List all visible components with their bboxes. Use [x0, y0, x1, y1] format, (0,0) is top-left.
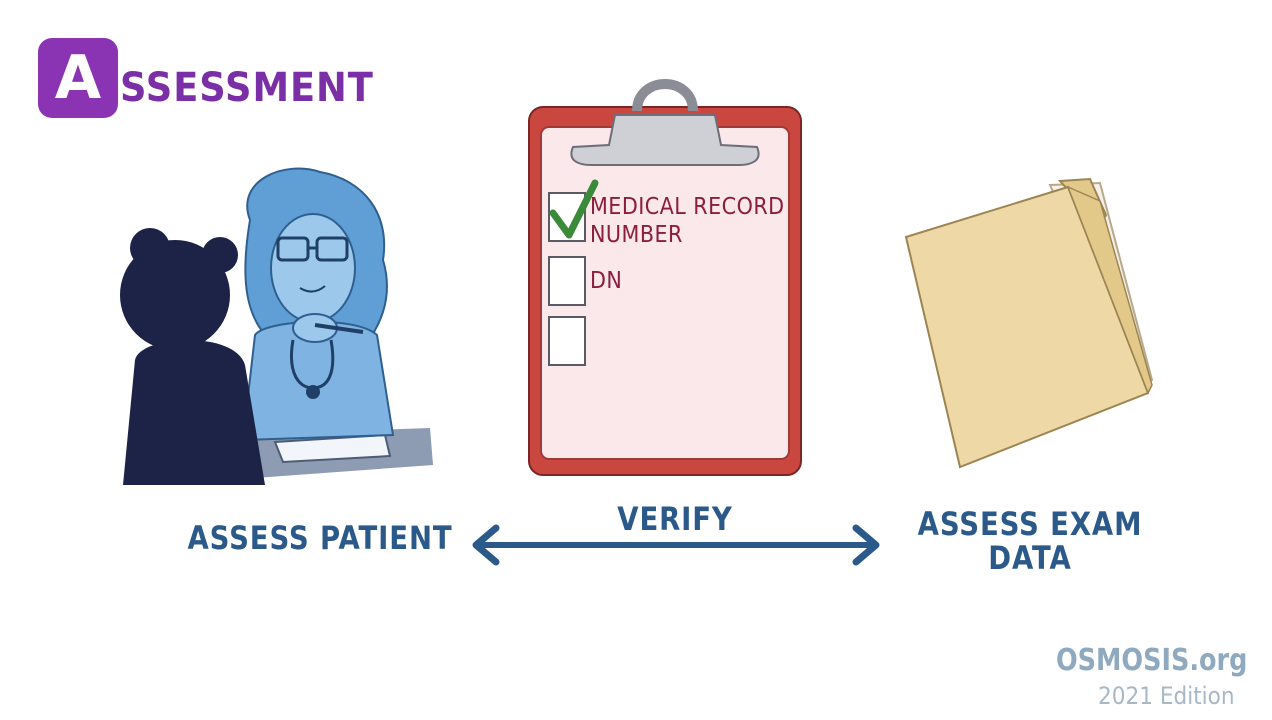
- folder-illustration: [904, 177, 1154, 469]
- clipboard-item-1-line-1: MEDICAL RECORD: [590, 194, 785, 220]
- checkbox-3: [548, 316, 586, 366]
- title-badge: A: [38, 38, 118, 118]
- pen-icon: [314, 323, 364, 334]
- patient-hair-bun-left: [130, 228, 170, 268]
- label-verify: VERIFY: [617, 500, 733, 538]
- clipboard-illustration: [528, 79, 802, 476]
- checkbox-2: [548, 256, 586, 306]
- check-icon: [549, 179, 599, 239]
- page-title: SSESSMENT: [120, 65, 374, 111]
- clipboard-item-2: DN: [590, 268, 623, 294]
- osmosis-logo: OSMOSIS.org: [1056, 643, 1248, 678]
- label-assess-exam-line-1: ASSESS EXAM: [917, 505, 1143, 543]
- label-assess-patient: ASSESS PATIENT: [187, 519, 453, 557]
- clipboard-clip-ring: [632, 79, 698, 112]
- clipboard-clip: [570, 114, 760, 166]
- doctor-mouth: [299, 285, 326, 293]
- double-arrow-icon: [472, 524, 880, 566]
- edition-label: 2021 Edition: [1098, 682, 1235, 710]
- doctor-patient-illustration: [120, 167, 433, 485]
- label-assess-exam-line-2: DATA: [988, 539, 1072, 577]
- patient-body: [123, 340, 265, 485]
- title-badge-letter: A: [54, 43, 102, 113]
- clipboard-item-1-line-2: NUMBER: [590, 222, 683, 248]
- doctor-face: [270, 213, 356, 323]
- patient-hair-bun-right: [202, 237, 238, 273]
